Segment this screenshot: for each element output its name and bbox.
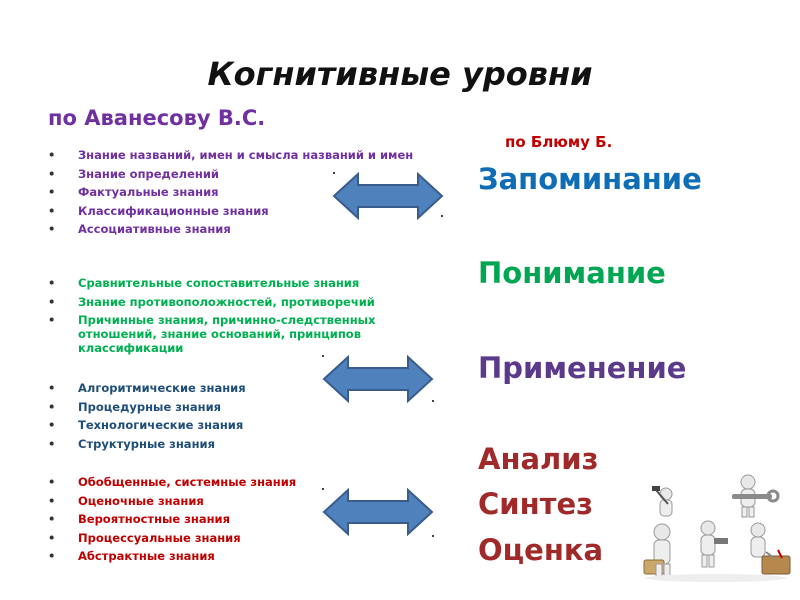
list-item-text: Знание противоположностей, противоречий xyxy=(78,294,375,309)
list-item: Знание названий, имен и смысла названий … xyxy=(48,148,428,162)
people-with-tools-illustration xyxy=(643,474,791,582)
list-item: Процедурные знания xyxy=(48,400,428,414)
list-item: Абстрактные знания xyxy=(48,549,428,563)
list-item: Оценочные знания xyxy=(48,494,428,508)
dot xyxy=(441,215,443,217)
list-item: Ассоциативные знания xyxy=(48,222,428,236)
list-item-text: Вероятностные знания xyxy=(78,512,230,526)
list-item-text: Структурные знания xyxy=(78,436,215,451)
dot xyxy=(322,355,324,357)
list-item: Процессуальные знания xyxy=(48,531,428,545)
list-item-text: Знание определений xyxy=(78,166,219,181)
list-item-text: Оценочные знания xyxy=(78,493,204,508)
level-understand: Понимание xyxy=(478,256,666,290)
level-analyze: Анализ xyxy=(478,442,599,476)
list-item: Знание определений xyxy=(48,167,428,181)
level-remember: Запоминание xyxy=(478,162,702,196)
list-item-text: Алгоритмические знания xyxy=(78,381,246,395)
list-item: Причинные знания, причинно-следственных … xyxy=(48,313,388,355)
list-item: Структурные знания xyxy=(48,437,428,451)
list-item-text: Процедурные знания xyxy=(78,399,222,414)
list-item-text: Ассоциативные знания xyxy=(78,222,231,236)
list-item-text: Классификационные знания xyxy=(78,203,269,218)
list-item: Обобщенные, системные знания xyxy=(48,475,428,489)
figure-icon xyxy=(652,486,673,517)
knowledge-group-application: Алгоритмические знания Процедурные знани… xyxy=(48,381,428,455)
list-item-text: Причинные знания, причинно-следственных … xyxy=(78,313,376,355)
knowledge-group-memorization: Знание названий, имен и смысла названий … xyxy=(48,148,428,241)
list-item-text: Обобщенные, системные знания xyxy=(78,475,297,489)
knowledge-group-understanding: Сравнительные сопоставительные знания Зн… xyxy=(48,276,428,360)
slide-title: Когнитивные уровни xyxy=(207,55,593,93)
list-item-text: Сравнительные сопоставительные знания xyxy=(78,276,360,290)
level-evaluate: Оценка xyxy=(478,533,604,567)
dot xyxy=(432,400,434,402)
knowledge-group-higher-order: Обобщенные, системные знания Оценочные з… xyxy=(48,475,428,568)
level-synthesize: Синтез xyxy=(478,487,593,521)
double-arrow-icon xyxy=(322,355,434,403)
list-item: Знание противоположностей, противоречий xyxy=(48,295,428,309)
dot xyxy=(432,535,434,537)
double-arrow-icon xyxy=(322,488,434,536)
list-item: Фактуальные знания xyxy=(48,185,428,199)
figure-icon xyxy=(732,474,780,518)
figure-icon xyxy=(700,520,728,568)
list-item: Вероятностные знания xyxy=(48,512,428,526)
list-item-text: Технологические знания xyxy=(78,418,244,432)
list-item: Классификационные знания xyxy=(48,204,428,218)
dot xyxy=(333,172,335,174)
figure-icon xyxy=(643,523,671,579)
right-heading: по Блюму Б. xyxy=(505,133,613,151)
list-item-text: Знание названий, имен и смысла названий … xyxy=(78,148,414,162)
list-item-text: Процессуальные знания xyxy=(78,530,241,545)
left-heading: по Аванесову В.С. xyxy=(48,106,266,130)
list-item-text: Фактуальные знания xyxy=(78,185,219,199)
list-item-text: Абстрактные знания xyxy=(78,549,215,563)
list-item: Технологические знания xyxy=(48,418,428,432)
list-item: Сравнительные сопоставительные знания xyxy=(48,276,428,290)
figure-icon xyxy=(750,522,791,575)
level-apply: Применение xyxy=(478,351,687,385)
double-arrow-icon xyxy=(332,172,444,220)
list-item: Алгоритмические знания xyxy=(48,381,428,395)
dot xyxy=(322,488,324,490)
